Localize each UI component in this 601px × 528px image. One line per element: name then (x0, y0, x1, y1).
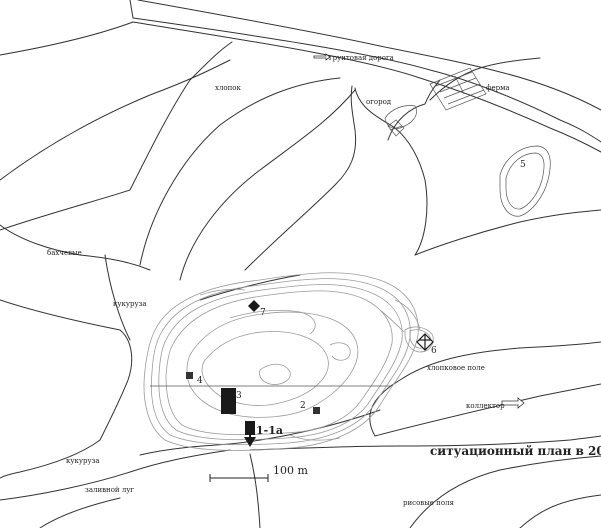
collector-arrow-icon (501, 397, 525, 409)
marker-label-2: 2 (300, 401, 306, 411)
hill-contours (143, 272, 434, 451)
label-garden: огород (366, 98, 392, 106)
map-title: ситуационный план в 2015 г. (430, 444, 601, 458)
label-rice-fields: рисовые поля (403, 499, 454, 507)
marker-2-symbol (313, 407, 320, 414)
farm-plot (429, 67, 487, 111)
label-cotton-field: хлопковое поле (427, 364, 485, 372)
label-corn-upper: кукуруза (113, 300, 147, 308)
marker-label-3: 3 (236, 391, 242, 401)
marker-1-arrow (244, 437, 256, 447)
mound-5 (499, 145, 551, 217)
marker-7-symbol (248, 300, 260, 312)
marker-6-symbol (416, 333, 434, 351)
label-dirt-road: грунтовая дорога (329, 54, 394, 62)
label-corn-lower: кукуруза (66, 457, 100, 465)
label-collector: коллектор (466, 402, 505, 410)
scale-bar: 100 m (209, 464, 308, 482)
scale-label: 100 m (273, 464, 308, 477)
label-melon: бахчевые (47, 249, 82, 257)
marker-1-symbol (245, 421, 255, 435)
marker-4-symbol (186, 372, 193, 379)
site-markers (186, 53, 525, 447)
label-flooded-meadow: заливной луг (85, 486, 134, 494)
marker-label-7: 7 (260, 308, 266, 318)
label-cotton: хлопок (215, 84, 241, 92)
marker-label-5: 5 (520, 160, 526, 170)
marker-label-4: 4 (197, 376, 203, 386)
label-farm: ферма (486, 84, 510, 92)
marker-label-6: 6 (431, 346, 437, 356)
marker-3-symbol (221, 388, 236, 414)
dirt-road-arrow-icon (313, 53, 331, 61)
marker-label-1-1a: 1-1а (256, 424, 283, 437)
garden-plot (384, 105, 417, 137)
